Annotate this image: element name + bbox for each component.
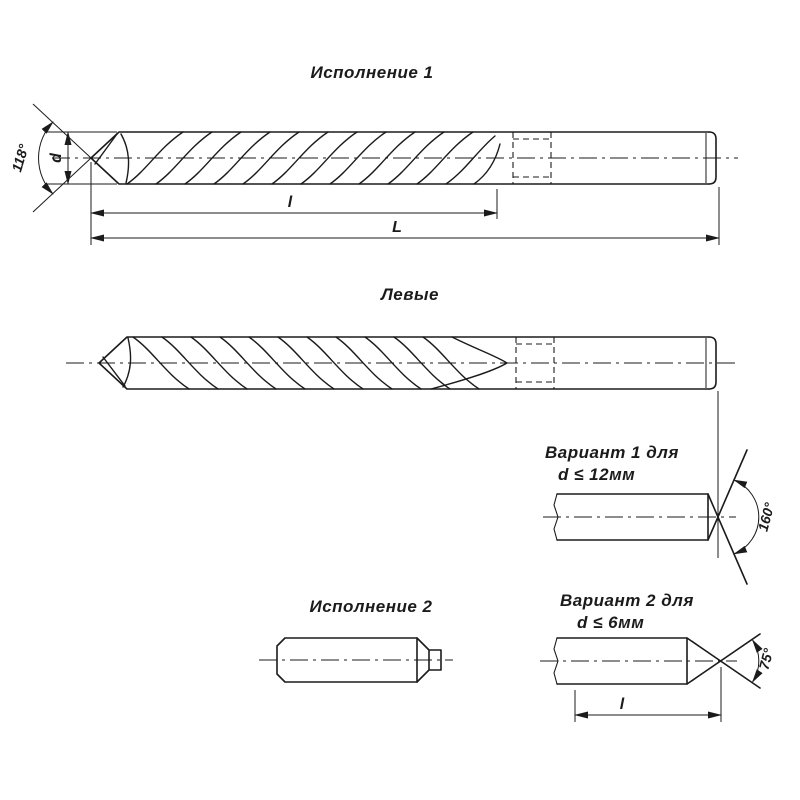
drawing-variant1: Вариант 1 для d ≤ 12мм 160° [543, 443, 778, 585]
variant1-point-edges-extended [707, 449, 748, 585]
variant1-shank-outline [556, 493, 709, 541]
dim-diameter-d: d [46, 131, 117, 185]
angle-construction-line-lower [32, 144, 106, 213]
version2-tang-outline [416, 637, 442, 683]
variant1-break-edge [553, 493, 559, 541]
variant1-angle-label: 160° [755, 501, 778, 533]
angle-construction-line-upper [32, 103, 106, 172]
variant1-title-line2: d ≤ 12мм [558, 465, 635, 484]
variant2-title-line1: Вариант 2 для [560, 591, 694, 610]
variant2-angle-label: 75° [756, 646, 777, 671]
flute-length-extension-lines [90, 162, 498, 245]
dim-variant2-angle-75: 75° [751, 639, 777, 683]
drill2-flute-helix-set-a [132, 336, 480, 390]
overall-length-label: L [392, 219, 402, 236]
left-hand-title: Левые [379, 285, 439, 304]
dim-variant2-length: l [574, 667, 722, 722]
version2-body-outline [276, 637, 418, 683]
drill1-optional-neck-dashed [512, 132, 552, 184]
drill1-flute-runout [445, 135, 501, 185]
drawing-version1: Исполнение 1 118° d l [8, 63, 738, 245]
drill1-point-flute-curve [120, 133, 130, 184]
drill1-flute-helix-set-a [126, 131, 474, 185]
version2-title: Исполнение 2 [309, 597, 432, 616]
drill2-flute-runout [430, 336, 508, 390]
variant1-title-line1: Вариант 1 для [545, 443, 679, 462]
drill1-chisel-edge [94, 133, 118, 165]
variant2-length-label: l [620, 696, 625, 713]
angle-arc-118 [38, 121, 54, 195]
drill2-point-flute-curve [122, 337, 132, 388]
version1-title: Исполнение 1 [310, 63, 433, 82]
dim-variant1-angle-160: 160° [733, 479, 778, 555]
angle-arc-75 [751, 639, 763, 683]
drill1-shank-end-cap [708, 131, 717, 185]
drill2-chisel-edge [102, 356, 126, 387]
angle-arc-160 [733, 479, 760, 555]
drill2-shank-end-cap [708, 336, 717, 390]
diameter-label: d [48, 152, 65, 163]
drill1-flute-helix-set-b [155, 131, 445, 185]
drawing-variant2: Вариант 2 для d ≤ 6мм 75° l [540, 591, 777, 722]
variant2-title-line2: d ≤ 6мм [577, 613, 644, 632]
drill2-bottom-outline [98, 362, 710, 390]
drill1-bottom-outline [90, 157, 710, 185]
drill2-flute-helix-set-b [161, 336, 451, 390]
dim-overall-length: L [90, 187, 720, 245]
diameter-extension-lines [46, 131, 117, 185]
drawing-version2: Исполнение 2 [259, 597, 453, 683]
variant2-break-edge [553, 637, 559, 685]
drill2-top-outline [98, 336, 710, 364]
variant2-body-outline [556, 637, 688, 685]
dim-flute-length: l [90, 162, 498, 245]
flute-length-label: l [288, 194, 293, 211]
drawing-left-hand: Левые [66, 285, 738, 558]
drill2-optional-neck-dashed [515, 337, 555, 389]
point-angle-label: 118° [8, 142, 32, 174]
variant2-point-chamfer-lines [691, 640, 704, 682]
